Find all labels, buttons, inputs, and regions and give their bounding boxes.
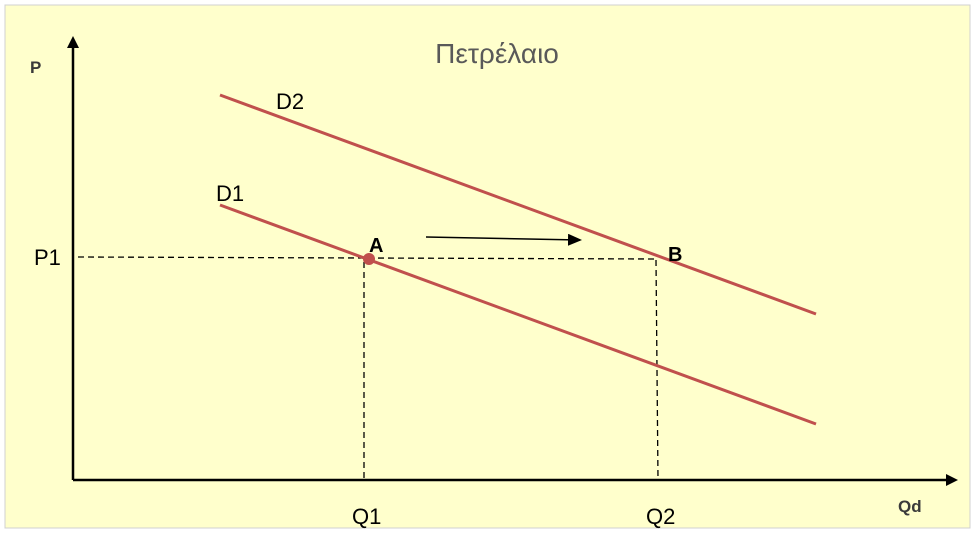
demand-curve-d2 bbox=[219, 93, 817, 316]
y-axis-label: P bbox=[30, 58, 41, 77]
q2-tick-label: Q2 bbox=[646, 504, 675, 529]
arrow-right-icon bbox=[425, 233, 582, 246]
d1-label: D1 bbox=[216, 181, 244, 206]
point-b-label: B bbox=[668, 244, 682, 266]
p1-tick-label: P1 bbox=[34, 245, 61, 270]
diagram-title: Πετρέλαιο bbox=[435, 38, 559, 69]
d2-label: D2 bbox=[276, 89, 304, 114]
x-axis-label: Qd bbox=[898, 497, 922, 516]
p1-guide-line bbox=[77, 256, 657, 260]
point-a-marker bbox=[363, 253, 375, 265]
demand-curve-d1 bbox=[219, 203, 817, 426]
diagram-background bbox=[4, 4, 971, 529]
q2-guide-line bbox=[655, 259, 659, 481]
q1-tick-label: Q1 bbox=[352, 504, 381, 529]
point-a-label: A bbox=[369, 235, 383, 257]
